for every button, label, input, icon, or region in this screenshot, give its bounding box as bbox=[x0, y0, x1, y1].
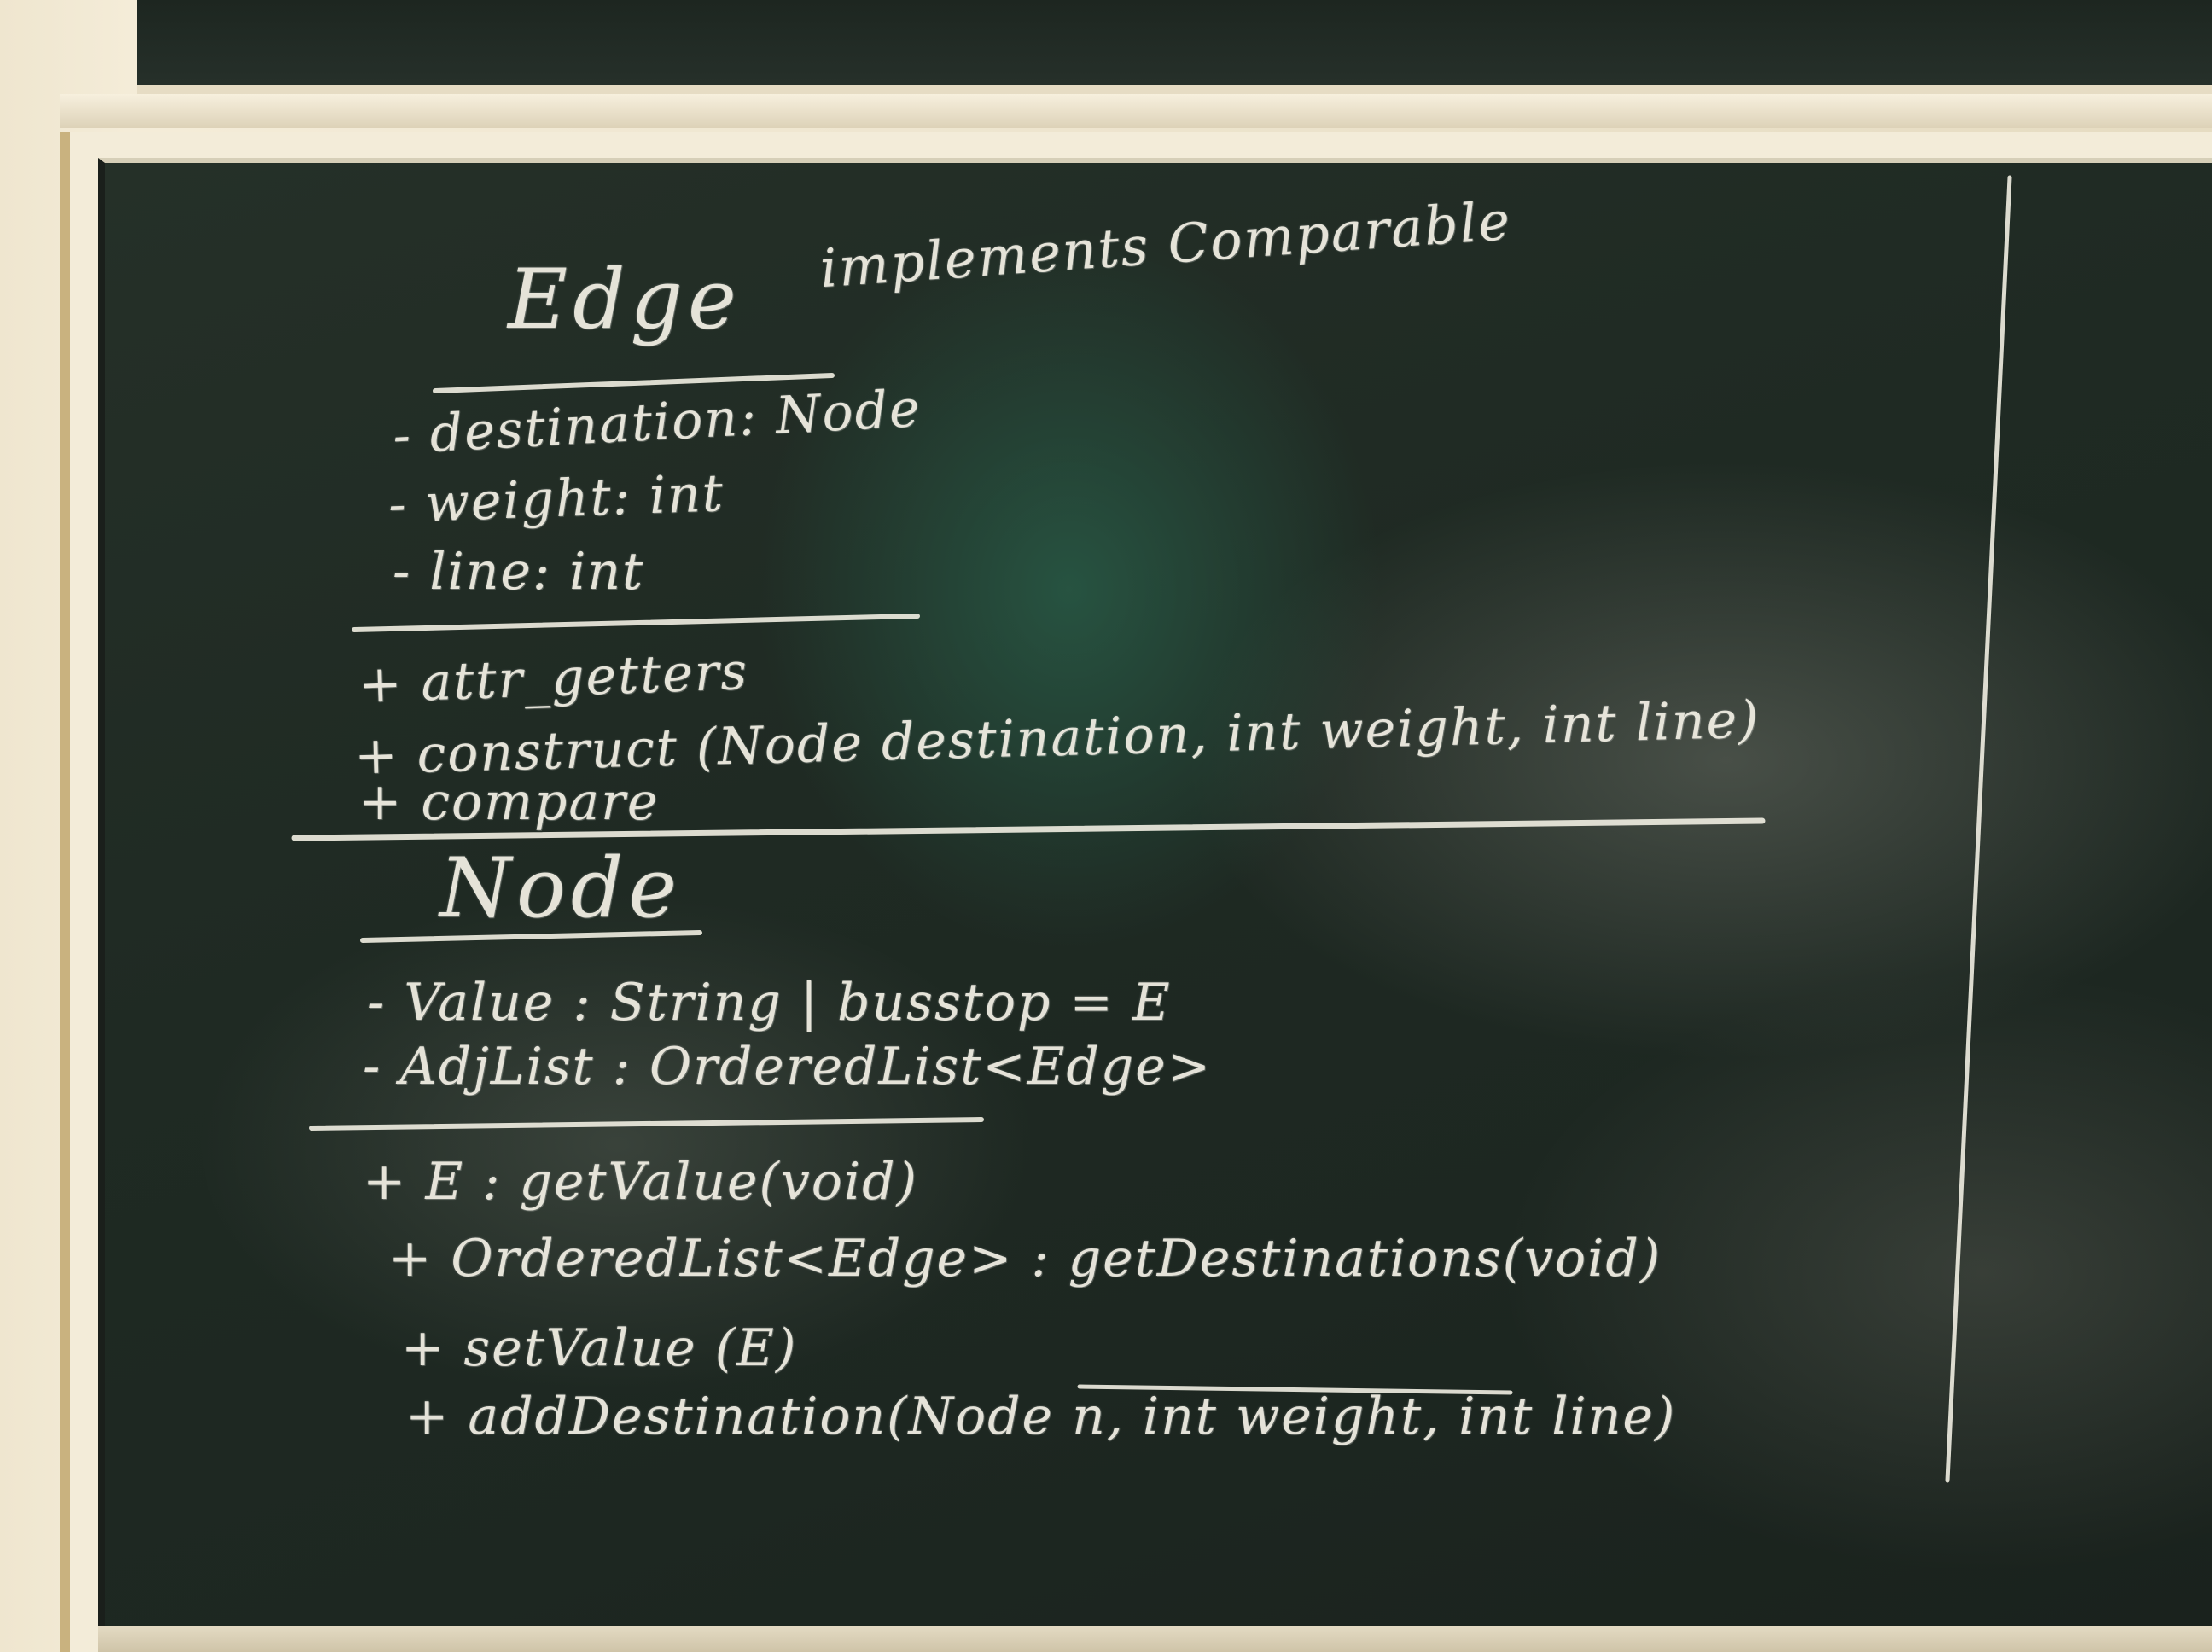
node-method-getvalue: + E : getValue(void) bbox=[363, 1152, 918, 1212]
node-class-title: Node bbox=[439, 841, 683, 936]
bottom-ledge bbox=[98, 1626, 2212, 1652]
chalk-tray bbox=[60, 94, 2212, 128]
node-attribute-value: - Value : String | busstop = E bbox=[367, 973, 1172, 1032]
node-method-adddestination: + addDestination(Node n, int weight, int… bbox=[405, 1387, 1677, 1446]
upper-chalkboard bbox=[137, 0, 2212, 97]
node-method-setvalue: + setValue (E) bbox=[401, 1318, 798, 1378]
node-attribute-adjlist: - AdjList : OrderedList<Edge> bbox=[363, 1037, 1212, 1096]
edge-method-compare: + compare bbox=[358, 772, 660, 832]
edge-attribute-line: - line: int bbox=[393, 542, 645, 602]
edge-class-title: Edge bbox=[508, 252, 742, 347]
edge-attribute-weight: - weight: int bbox=[387, 463, 725, 535]
node-method-getdestinations: + OrderedList<Edge> : getDestinations(vo… bbox=[388, 1229, 1662, 1288]
